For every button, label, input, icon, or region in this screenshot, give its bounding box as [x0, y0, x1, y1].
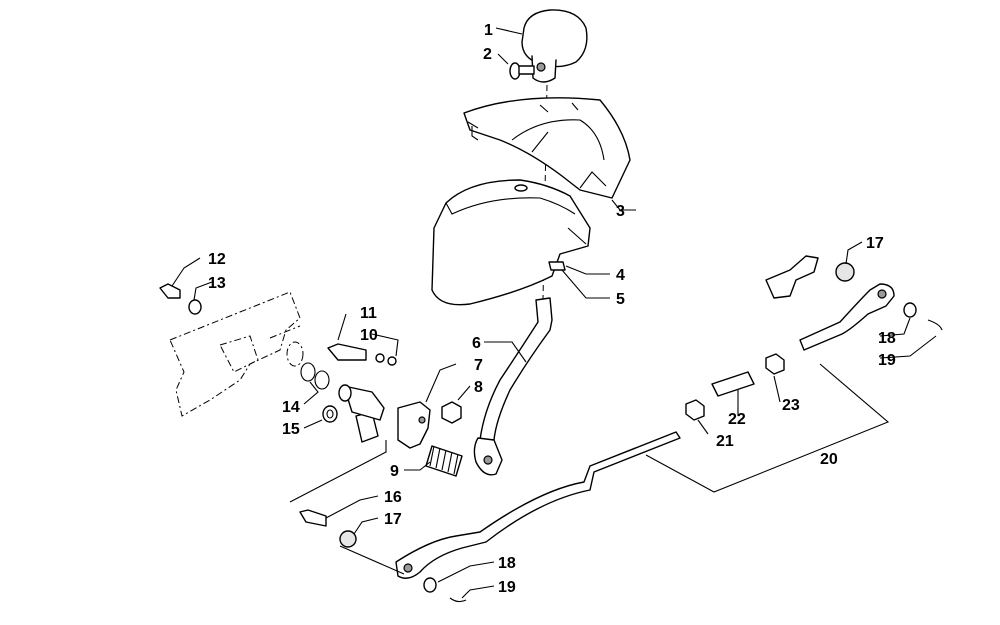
pivot-bolt [327, 343, 397, 366]
leader-4 [565, 265, 610, 275]
leader-15 [303, 419, 323, 429]
leader-3 [611, 199, 636, 211]
callout-8: 8 [474, 379, 483, 396]
callout-7: 7 [474, 357, 483, 374]
callout-1: 1 [484, 22, 493, 39]
callout-17-lower: 17 [384, 511, 402, 528]
lower-boot [431, 179, 591, 306]
callout-18-lower: 18 [498, 555, 516, 572]
leader-14 [303, 381, 319, 405]
bushing-leader-line [339, 545, 405, 575]
shift-arm [765, 255, 819, 299]
pin-group-bracket [289, 440, 387, 503]
leader-1 [495, 27, 523, 35]
leader-7 [425, 363, 457, 403]
lower-link-rod [395, 431, 681, 579]
shift-knob [521, 9, 588, 83]
callout-18-upper: 18 [878, 330, 896, 347]
callout-16: 16 [384, 489, 402, 506]
callout-12: 12 [208, 251, 226, 268]
callout-2: 2 [483, 46, 492, 63]
callout-6: 6 [472, 335, 481, 352]
leader-11 [337, 313, 347, 341]
leader-2 [497, 53, 509, 65]
adjuster-assembly [685, 353, 785, 421]
group-20-bracket [645, 363, 890, 493]
callout-22: 22 [728, 411, 746, 428]
leader-18a [437, 561, 495, 583]
leader-23 [773, 375, 781, 403]
leader-19a [461, 585, 495, 599]
bushing-lower [339, 530, 357, 548]
washer-clip-lower [423, 577, 467, 603]
callout-20: 20 [820, 451, 838, 468]
callout-14: 14 [282, 399, 300, 416]
leader-16 [325, 495, 379, 519]
pivot-washer [322, 405, 338, 423]
callout-3: 3 [616, 203, 625, 220]
leader-13 [193, 281, 213, 301]
leader-9 [404, 461, 431, 471]
callout-11: 11 [360, 305, 377, 322]
pivot-shaft [338, 384, 385, 421]
o-rings [300, 362, 330, 390]
leader-6 [484, 341, 527, 363]
callout-13: 13 [208, 275, 226, 292]
callout-23: 23 [782, 397, 800, 414]
upper-cover [463, 97, 631, 199]
leader-10 [371, 333, 399, 357]
callout-10: 10 [360, 327, 378, 344]
leader-19b [879, 335, 937, 359]
leader-17b [845, 241, 863, 265]
upper-link-rod [799, 283, 895, 351]
frame-bolt [159, 283, 202, 315]
spacer-bushing [548, 261, 566, 271]
callout-17-upper: 17 [866, 235, 884, 252]
callout-19-lower: 19 [498, 579, 516, 596]
leader-12 [171, 257, 201, 287]
callout-5: 5 [616, 291, 625, 308]
callout-15: 15 [282, 421, 300, 438]
leader-18b [879, 317, 911, 337]
callout-21: 21 [716, 433, 734, 450]
clevis-pin [299, 509, 327, 527]
leader-21 [697, 419, 709, 435]
callout-4: 4 [616, 267, 625, 284]
callout-19-upper: 19 [878, 352, 896, 369]
knob-screw [509, 62, 535, 80]
return-spring [425, 445, 463, 477]
lock-nut [441, 401, 462, 424]
leader-5 [561, 269, 610, 299]
shift-lever [473, 297, 553, 476]
leader-17a [353, 517, 379, 535]
pivot-bracket [355, 401, 431, 449]
frame-bracket [169, 291, 304, 417]
leader-8 [457, 385, 471, 401]
bushing-upper [835, 262, 855, 282]
washer-clip-upper [903, 302, 943, 331]
callout-9: 9 [390, 463, 399, 480]
